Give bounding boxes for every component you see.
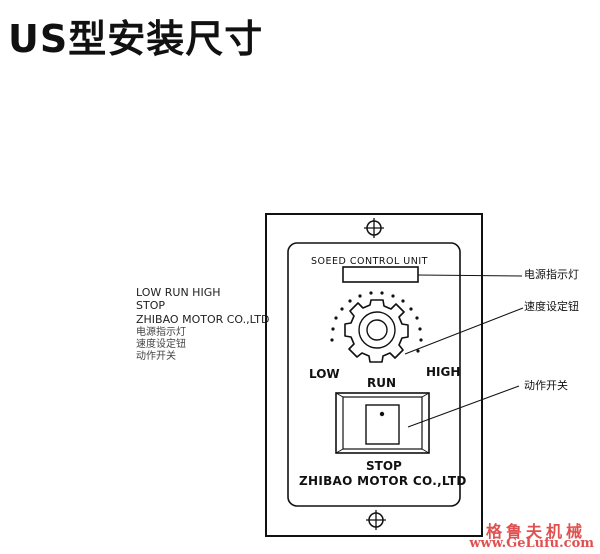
panel-maker: ZHIBAO MOTOR CO.,LTD (299, 474, 467, 488)
label-run: RUN (367, 376, 397, 390)
front-panel (287, 242, 461, 507)
top-mounting-hole-icon (364, 218, 384, 238)
bottom-mounting-hole-icon (366, 510, 386, 530)
label-high: HIGH (426, 365, 461, 379)
leader-power-lamp (417, 274, 523, 277)
leader-speed-knob (404, 307, 524, 355)
callout-speed-knob: 速度设定钮 (524, 300, 579, 313)
leader-switch (407, 385, 520, 428)
legend-speed-labels: LOW RUN HIGH (136, 286, 221, 299)
callout-power-lamp: 电源指示灯 (524, 268, 579, 281)
label-low: LOW (309, 367, 340, 381)
legend-power-lamp: 电源指示灯 (136, 327, 186, 338)
power-indicator-lamp (342, 266, 419, 283)
legend-speed-knob: 速度设定钮 (136, 339, 186, 350)
legend-switch: 动作开关 (136, 351, 176, 362)
operation-switch-icon (335, 392, 430, 454)
legend-stop: STOP (136, 299, 165, 312)
callout-switch: 动作开关 (524, 379, 568, 392)
speed-dial-scale (330, 291, 423, 353)
legend-maker: ZHIBAO MOTOR CO.,LTD (136, 313, 270, 326)
watermark-brand: 格鲁夫机械 (485, 522, 586, 541)
label-stop: STOP (366, 459, 402, 473)
speed-setting-knob-icon (344, 299, 409, 363)
page-title: US型安装尺寸 (8, 17, 264, 61)
panel-header: SOEED CONTROL UNIT (311, 256, 428, 267)
watermark-url: www.GeLufu.com (469, 536, 594, 551)
mounting-plate (265, 213, 483, 537)
